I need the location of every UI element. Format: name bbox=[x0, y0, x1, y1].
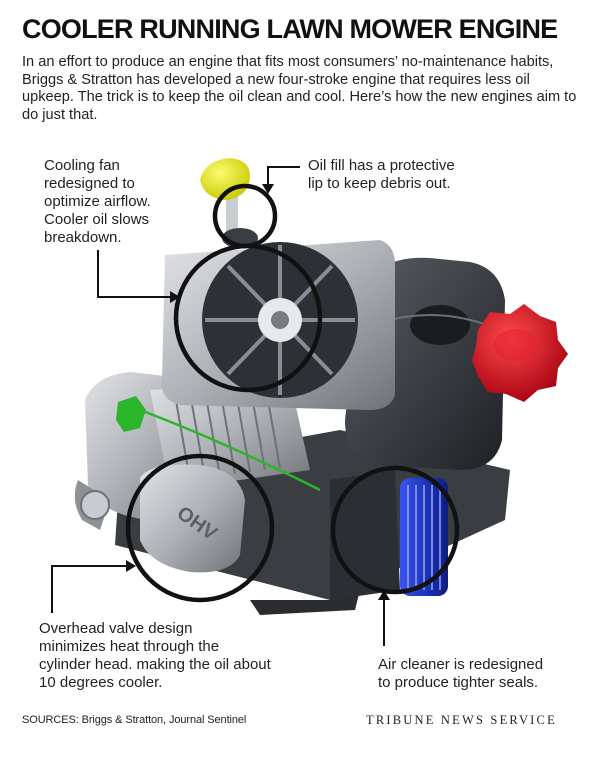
callout-line: Cooler oil slows bbox=[44, 211, 150, 228]
fuel-cap-icon bbox=[472, 304, 568, 402]
dipstick-icon bbox=[116, 396, 321, 492]
cooling-fan-callout-circle bbox=[173, 243, 323, 393]
callout-line: Cooling fan bbox=[44, 157, 120, 174]
callout-line: cylinder head. making the oil about bbox=[39, 656, 271, 673]
arrow-down-icon bbox=[262, 184, 274, 194]
callout-line: optimize airflow. bbox=[44, 193, 151, 210]
callout-line: Overhead valve design bbox=[39, 620, 193, 637]
callout-circles bbox=[125, 183, 460, 603]
cooling-fan-callout: Cooling fan redesigned to optimize airfl… bbox=[44, 157, 151, 247]
callout-line: 10 degrees cooler. bbox=[39, 674, 163, 691]
oil-fill-leader bbox=[267, 166, 300, 186]
sources-note: SOURCES: Briggs & Stratton, Journal Sent… bbox=[22, 714, 247, 726]
oil-fill-callout: Oil fill has a protective lip to keep de… bbox=[308, 157, 455, 193]
credit-line: TRIBUNE NEWS SERVICE bbox=[366, 713, 557, 727]
overhead-valve-callout: Overhead valve design minimizes heat thr… bbox=[39, 620, 271, 692]
blower-housing bbox=[161, 240, 395, 410]
air-cleaner-callout: Air cleaner is redesigned to produce tig… bbox=[378, 656, 543, 692]
callout-line: Oil fill has a protective bbox=[308, 157, 455, 174]
callout-line: to produce tighter seals. bbox=[378, 674, 539, 691]
oil-cap-icon bbox=[200, 158, 250, 200]
callout-line: Air cleaner is redesigned bbox=[378, 656, 544, 673]
leader-arrowheads bbox=[126, 184, 390, 600]
cooling-fan-leader bbox=[97, 250, 172, 298]
callout-line: minimizes heat through the bbox=[39, 638, 220, 655]
callout-line: breakdown. bbox=[44, 229, 122, 246]
callout-line: lip to keep debris out. bbox=[308, 175, 451, 192]
intro-text: In an effort to produce an engine that f… bbox=[22, 54, 577, 123]
arrow-right-icon bbox=[126, 560, 136, 572]
arrow-up-icon bbox=[378, 590, 390, 600]
page-title: COOLER RUNNING LAWN MOWER ENGINE bbox=[22, 14, 558, 44]
valve-cover: OHV bbox=[140, 464, 245, 573]
valve-callout-circle bbox=[125, 453, 275, 603]
air-cleaner-callout-circle bbox=[330, 465, 460, 595]
leader-lines bbox=[51, 166, 385, 646]
callout-line: redesigned to bbox=[44, 175, 135, 192]
valve-leader bbox=[51, 565, 128, 613]
cylinder-head bbox=[150, 380, 310, 490]
arrow-right-icon bbox=[170, 291, 180, 303]
